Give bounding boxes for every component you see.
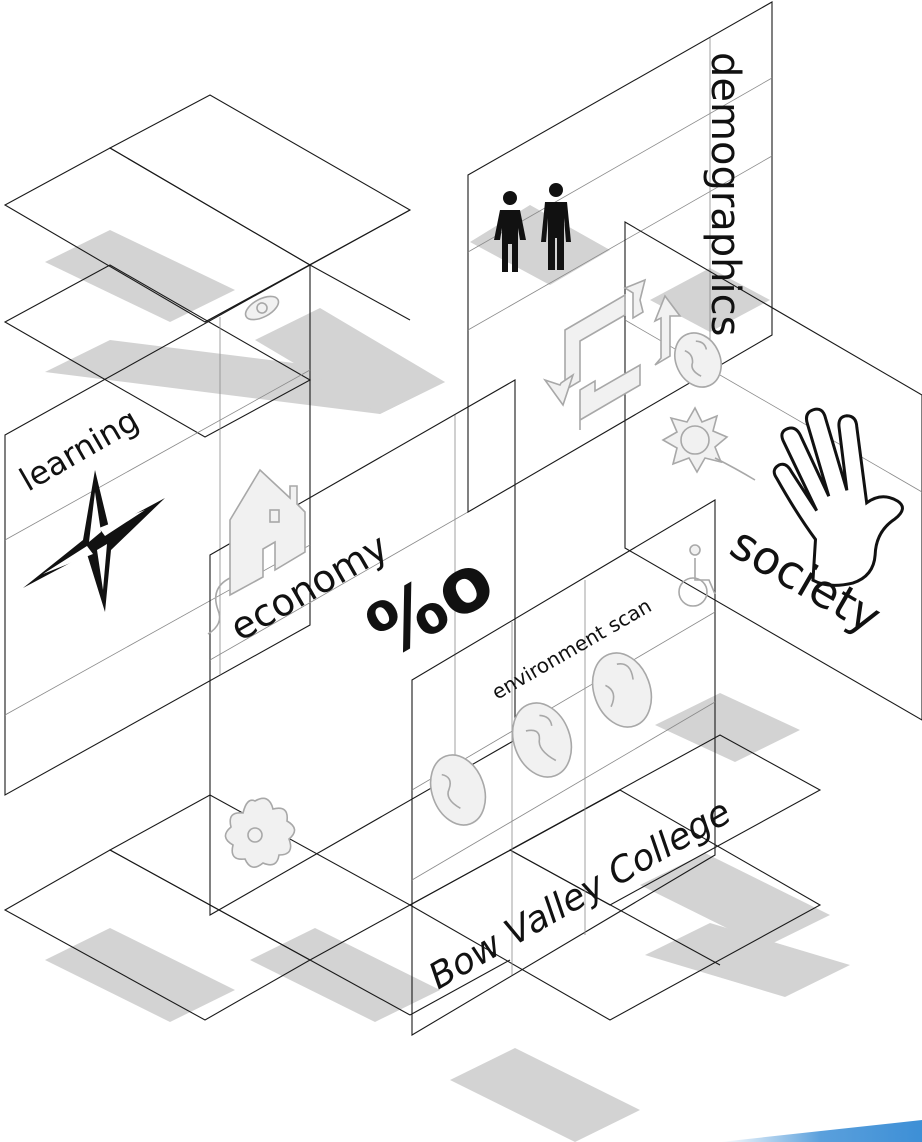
globe-icon [591,652,653,728]
eye-icon [244,295,280,321]
floor-grid-right [408,734,822,1021]
globe-icon [429,754,487,826]
sun-icon [661,406,756,481]
globe-icon [511,702,573,778]
accent-bar [720,1120,922,1142]
panel-society [624,221,922,721]
label-demographics: demographics [702,52,748,336]
wheelchair-icon [678,544,716,607]
label-learning: learning [13,401,145,499]
panel-environment-scan [411,499,716,1036]
compass-star-icon [23,470,165,612]
recycle-arrows-icon [542,278,682,430]
house-icon [207,468,306,635]
people-icon [494,183,571,272]
flower-icon [224,797,296,868]
hand-icon [772,407,904,587]
